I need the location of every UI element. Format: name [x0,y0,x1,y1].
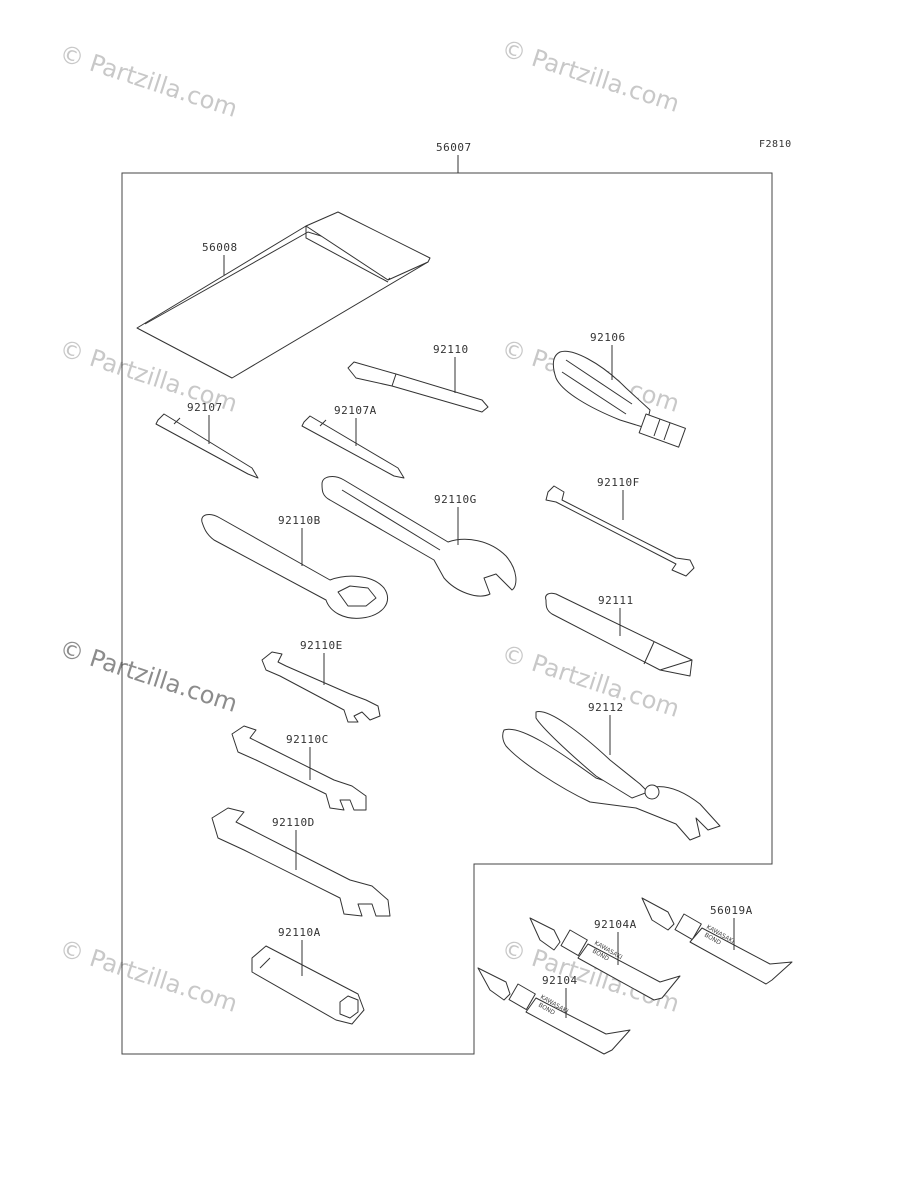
hex-wrench [347,361,489,413]
part-number-56019a[interactable]: 56019A [710,904,753,917]
watermark: © Partzilla.com [56,39,241,123]
watermark-group: © Partzilla.com © Partzilla.com © Partzi… [56,34,683,1018]
watermark: © Partzilla.com [56,634,241,718]
part-number-92110f[interactable]: 92110F [597,476,640,489]
part-number-92110e[interactable]: 92110E [300,639,343,652]
part-number-92110b[interactable]: 92110B [278,514,321,527]
part-number-92110[interactable]: 92110 [433,343,469,356]
part-number-92107a[interactable]: 92107A [334,404,377,417]
part-number-92106[interactable]: 92106 [590,331,626,344]
screwdriver-grip [552,350,686,448]
bond-tube-92104a: KAWASAKI BOND [529,917,681,1001]
part-number-92111[interactable]: 92111 [598,594,634,607]
watermark: © Partzilla.com [498,34,683,118]
open-end-wrench-long [211,807,391,917]
bond-tube-56019a: KAWASAKI BOND [641,897,793,985]
part-number-92110d[interactable]: 92110D [272,816,315,829]
screwdriver-bit-flat [301,415,405,479]
part-number-92112[interactable]: 92112 [588,701,624,714]
part-number-92110g[interactable]: 92110G [434,493,477,506]
part-number-92107[interactable]: 92107 [187,401,223,414]
box-end-wrench [201,514,389,619]
open-end-wrench-medium [231,725,367,811]
tool-kit-outline [121,172,773,1055]
extension-bar [545,592,693,677]
watermark: © Partzilla.com [56,934,241,1018]
spark-plug-socket [251,945,365,1025]
part-number-92110c[interactable]: 92110C [286,733,329,746]
part-number-92104[interactable]: 92104 [542,974,578,987]
plug-wrench-tool [545,485,695,577]
open-end-wrench-large [321,476,517,597]
pliers [502,711,721,841]
screwdriver-bit-phillips [155,413,259,479]
part-number-92104a[interactable]: 92104A [594,918,637,931]
open-end-wrench-small [261,651,381,723]
tool-pouch [136,211,431,379]
part-number-56007[interactable]: 56007 [436,141,472,154]
figure-code: F2810 [759,139,792,150]
part-number-92110a[interactable]: 92110A [278,926,321,939]
part-number-56008[interactable]: 56008 [202,241,238,254]
